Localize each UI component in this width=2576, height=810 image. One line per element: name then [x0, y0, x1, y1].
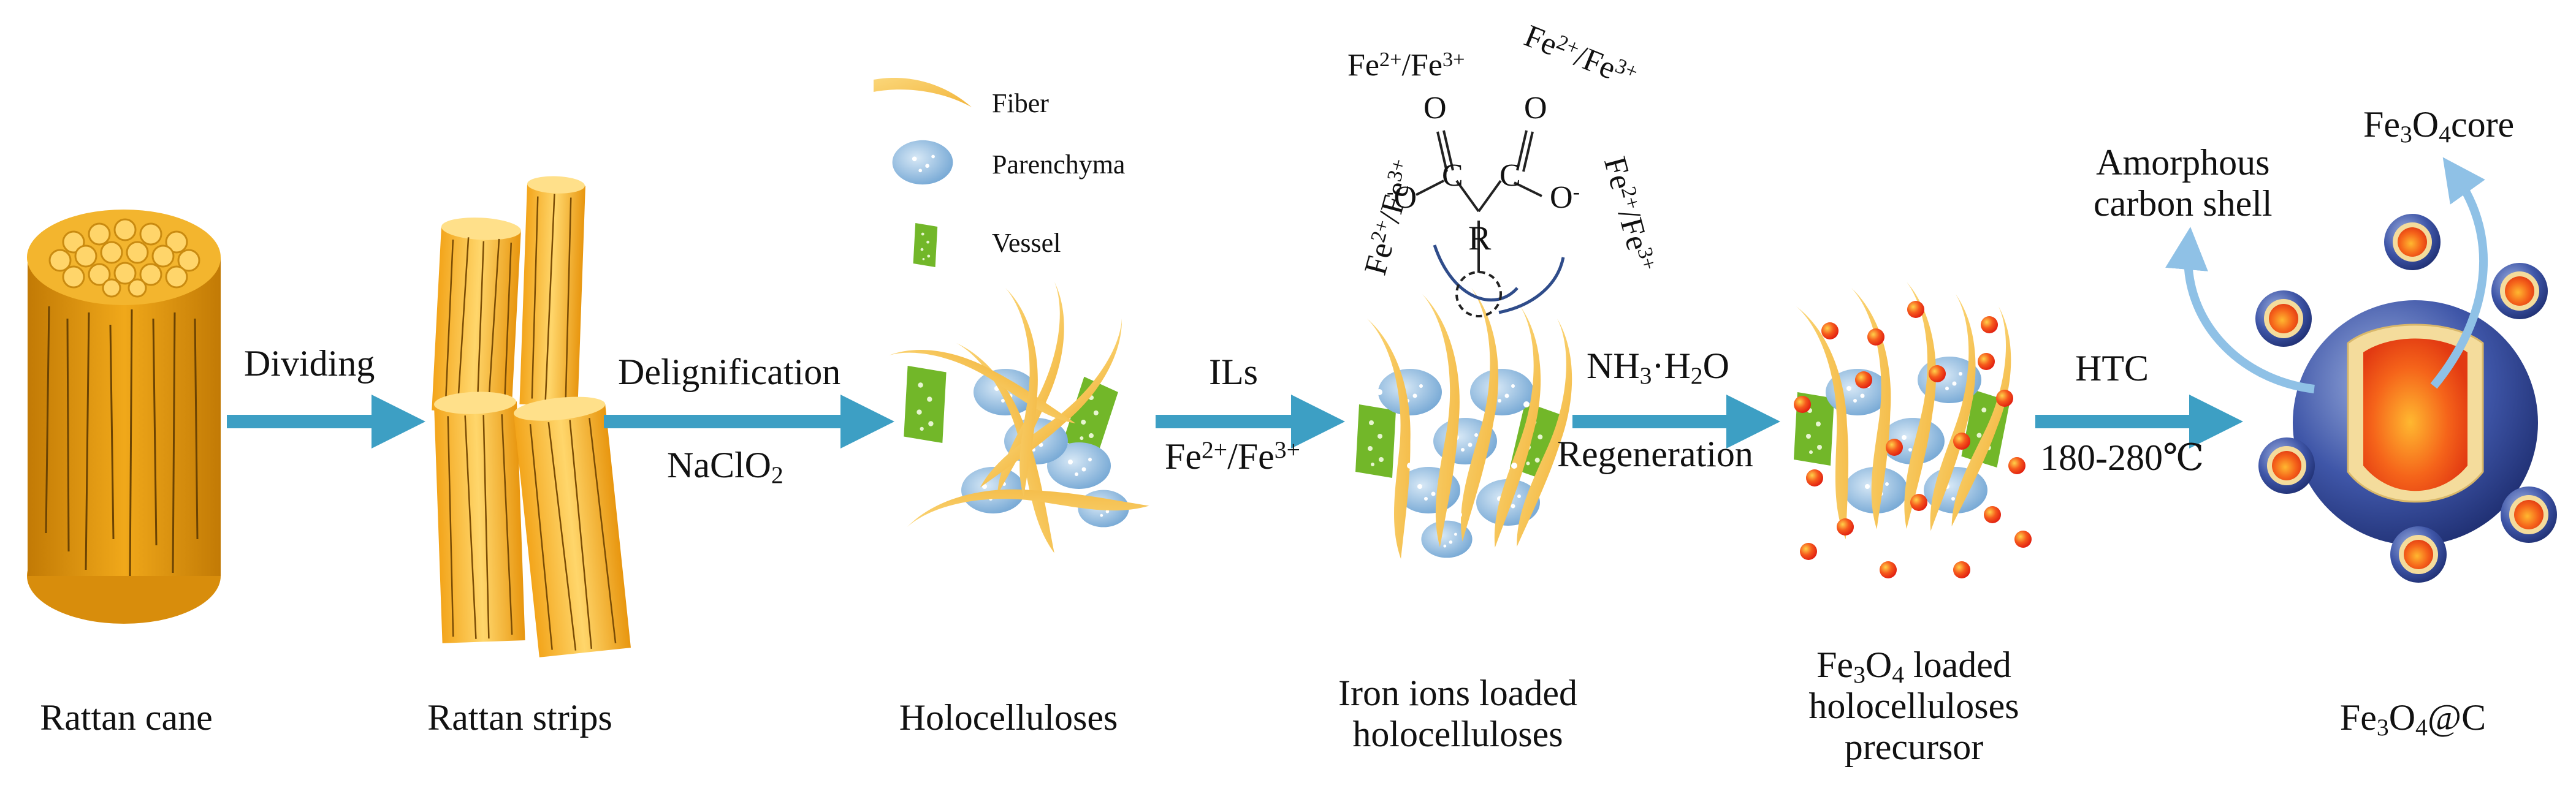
caption-fe3o4-c: Fe3O4@C	[2339, 697, 2486, 741]
legend-parenchyma-label: Parenchyma	[992, 150, 1126, 180]
oxygen-right-label: O	[1524, 91, 1547, 126]
ils-label: ILs	[1209, 352, 1258, 392]
carbon-right-label: C	[1499, 158, 1521, 193]
r-group-label: R	[1468, 219, 1492, 257]
naclo2-label: NaClO2	[667, 445, 783, 488]
fe3o4-core-label: Fe3O4core	[2363, 104, 2515, 148]
regeneration-label: Regeneration	[1557, 434, 1753, 474]
fe3o4-c-illustration	[2165, 157, 2557, 583]
fe-label-top-left: Fe2+/Fe3+	[1347, 47, 1465, 83]
iron-loaded-illustration	[1355, 130, 1585, 567]
legend-fiber-icon	[874, 78, 972, 107]
legend-icons	[874, 78, 972, 267]
legend-vessel-label: Vessel	[992, 228, 1061, 258]
rattan-cane-illustration	[27, 210, 221, 624]
legend-parenchyma-icon	[892, 140, 953, 185]
carbon-left-label: C	[1442, 158, 1463, 193]
nh3-h2o-label: NH3·H2O	[1587, 346, 1729, 389]
delignification-label: Delignification	[618, 352, 841, 392]
rattan-strips-illustration	[432, 176, 631, 657]
legend-vessel-icon	[913, 223, 938, 267]
core-pointer-arrow	[2430, 157, 2488, 389]
oxygen-anion-right-label: O-	[1550, 180, 1580, 215]
temperature-label: 180-280℃	[2040, 437, 2204, 478]
dividing-label: Dividing	[244, 343, 375, 384]
shell-pointer-arrow	[2165, 227, 2315, 393]
htc-label: HTC	[2075, 348, 2149, 388]
oxygen-anion-left-label: -O	[1387, 180, 1417, 215]
caption-rattan-strips: Rattan strips	[427, 697, 612, 738]
holocelluloses-illustration	[888, 281, 1149, 555]
iron-ions-label: Fe2+/Fe3+	[1165, 436, 1300, 477]
fe3o4-precursor-illustration	[1794, 282, 2032, 578]
oxygen-left-label: O	[1423, 91, 1447, 126]
legend-fiber-label: Fiber	[992, 88, 1049, 118]
caption-rattan-cane: Rattan cane	[40, 697, 213, 738]
caption-holocelluloses: Holocelluloses	[899, 697, 1118, 738]
